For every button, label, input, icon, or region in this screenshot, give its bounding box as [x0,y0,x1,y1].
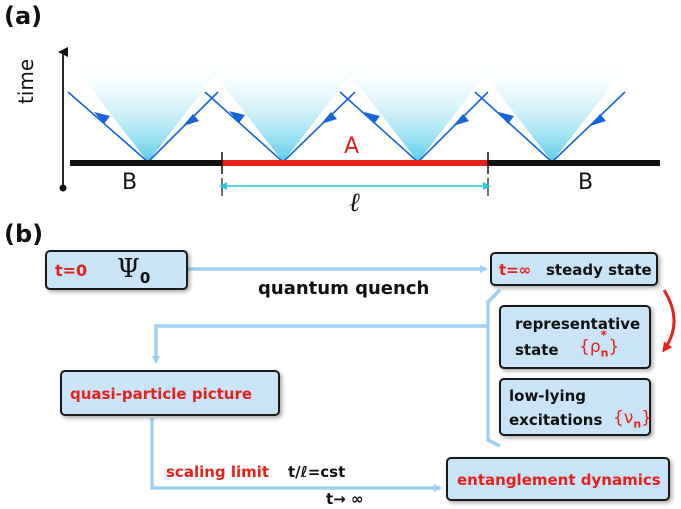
panel-b-label: (b) [4,220,44,248]
quasi-particle-label: quasi-particle picture [70,385,253,403]
entanglement-box: entanglement dynamics [446,457,670,501]
scaling-expression: t/ℓ=cst [288,463,346,481]
scaling-limit-label: scaling limit [166,463,270,481]
panel-a-label: (a) [4,2,43,30]
flow-arrows [150,265,502,492]
excitations-line2: excitations [509,411,603,429]
initial-time-label: t=0 [55,261,88,280]
to-entanglement-arrow [150,418,442,492]
time-axis-origin [59,184,67,192]
steady-state-box: t=∞ steady state [490,252,658,286]
quasiparticle-arrowheads [94,111,606,126]
excitations-box: low-lying excitations {νn} [499,378,652,436]
initial-state-symbol: Ψ0 [117,254,151,288]
region-b-right-label: B [578,170,594,195]
time-axis-label: time [14,58,38,104]
representative-line2: state [515,341,559,359]
region-a-label: A [344,134,360,159]
excitations-line1: low-lying [509,387,587,405]
steady-state-label: steady state [546,261,652,279]
steady-to-representative-arrow [662,289,676,353]
representative-line1: representative [515,315,641,333]
excitations-symbol: {νn} [613,408,652,431]
quasi-particle-box: quasi-particle picture [60,370,280,416]
light-cones [65,55,635,162]
representative-symbol: {ρ*n} [579,328,620,360]
length-label: ℓ [349,188,360,218]
entanglement-label: entanglement dynamics [457,471,661,489]
representative-state-box: representative state {ρ*n} [499,305,651,369]
initial-state-box: t=0 Ψ0 [45,250,188,290]
steady-to-representative-bracket [486,288,502,448]
quench-label: quantum quench [258,278,430,299]
to-quasi-particle-arrow [152,324,488,364]
region-b-left-label: B [122,170,138,195]
steady-time-label: t=∞ [499,261,532,279]
time-limit-label: t→ ∞ [326,490,364,508]
